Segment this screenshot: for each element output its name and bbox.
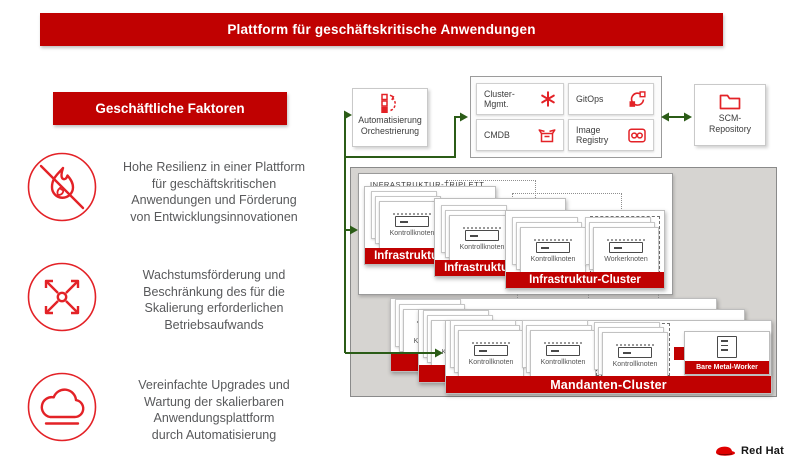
expand-arrows-icon: [26, 261, 98, 333]
chip-icon: [393, 213, 431, 215]
worker-zone: Workerknoten: [585, 216, 660, 275]
page-title: Plattform für geschäftskritische Anwendu…: [40, 13, 723, 46]
control-node-stack: Kontrollknoten: [371, 191, 445, 249]
node-card: Kontrollknoten: [458, 330, 524, 378]
control-node-stack: Kontrollknoten: [522, 320, 596, 378]
node-card: Kontrollknoten: [520, 227, 586, 275]
chip-icon: [544, 342, 582, 344]
factors-heading: Geschäftliche Faktoren: [53, 92, 287, 125]
node-label: Kontrollknoten: [389, 230, 435, 237]
service-cmdb: CMDB: [476, 119, 564, 151]
bare-metal-connector: [674, 347, 684, 360]
mandanten-cluster-footer: Mandanten-Cluster: [446, 376, 771, 393]
gitops-loop-icon: [629, 90, 646, 108]
worker-node-stack: Workerknoten: [585, 217, 659, 275]
control-node-stack: Kontrollknoten: [594, 322, 668, 380]
automation-label: Automatisierung Orchestrierung: [358, 115, 422, 136]
service-gitops: GitOps: [568, 83, 654, 115]
folder-icon: [718, 91, 742, 111]
node-card: Workerknoten: [593, 227, 659, 275]
automation-orchestration-box: Automatisierung Orchestrierung: [352, 88, 428, 147]
no-fire-icon: [26, 151, 98, 223]
chip-icon: [616, 344, 654, 346]
infra-cluster-footer: Infrastruktur-Cluster: [506, 272, 664, 288]
node-card: Kontrollknoten: [449, 215, 515, 263]
bare-metal-label: Bare Metal-Worker: [685, 361, 769, 374]
mandanten-cluster-card-front: Kontrollknoten Kontrollknoten Kontrollkn…: [445, 320, 772, 394]
node-card: Kontrollknoten: [602, 332, 668, 380]
chip-icon: [472, 342, 510, 344]
bare-metal-worker-card: Bare Metal-Worker: [684, 331, 770, 375]
gitops-label: GitOps: [576, 93, 604, 104]
image-registry-label: Image Registry: [576, 124, 609, 145]
open-box-icon: [538, 127, 556, 143]
node-label: Kontrollknoten: [612, 361, 658, 368]
node-label: Workerknoten: [604, 256, 648, 263]
infra-cluster-card-front: Kontrollknoten Workerknoten Infrastruktu…: [505, 210, 665, 289]
asterisk-icon: [540, 91, 556, 107]
node-label: Kontrollknoten: [540, 359, 586, 366]
redhat-logo: Red Hat: [714, 443, 784, 458]
platform-services-group: Cluster- Mgmt. GitOps CMDB Image Re: [470, 76, 662, 158]
control-node-stack: Kontrollknoten: [512, 217, 586, 275]
logo-text: Red Hat: [741, 444, 784, 457]
cluster-mgmt-label: Cluster- Mgmt.: [484, 88, 515, 109]
cmdb-label: CMDB: [484, 129, 510, 140]
scm-repository-box: SCM- Repository: [694, 84, 766, 146]
fedora-icon: [714, 443, 736, 458]
node-card: Kontrollknoten: [530, 330, 596, 378]
control-node-stack: Kontrollknoten: [450, 320, 524, 378]
service-cluster-mgmt: Cluster- Mgmt.: [476, 83, 564, 115]
chip-icon: [463, 227, 501, 229]
chip-icon: [607, 239, 645, 241]
node-label: Kontrollknoten: [459, 244, 505, 251]
node-label: Kontrollknoten: [530, 256, 576, 263]
scm-label: SCM- Repository: [708, 113, 752, 134]
server-icon: [717, 336, 737, 358]
benefit-text-upgrades: Vereinfachte Upgrades und Wartung der sk…: [138, 378, 290, 442]
triplett-label: INFRASTRUKTUR-TRIPLETT: [370, 180, 485, 189]
binoculars-icon: [628, 127, 646, 143]
benefit-text-growth: Wachstumsförderung und Beschränkung des …: [142, 268, 286, 332]
service-image-registry: Image Registry: [568, 119, 654, 151]
chip-icon: [534, 239, 572, 241]
automation-icon: [380, 93, 400, 113]
benefit-text-resilience: Hohe Resilienz in einer Plattform für ge…: [122, 160, 306, 224]
node-label: Kontrollknoten: [468, 359, 514, 366]
control-node-stack: Kontrollknoten: [441, 205, 515, 263]
cloud-icon: [26, 371, 98, 443]
